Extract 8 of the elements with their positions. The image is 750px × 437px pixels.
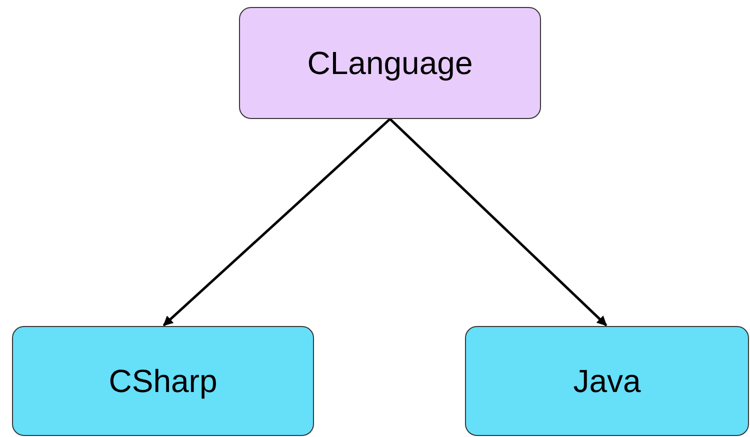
node-label: CSharp <box>108 362 218 401</box>
process-box <box>12 326 314 436</box>
node-label: CLanguage <box>307 44 473 83</box>
arrow <box>162 118 391 326</box>
arrow <box>389 118 608 326</box>
process-box <box>465 326 749 436</box>
node-label: Java <box>573 362 641 401</box>
process-box <box>239 7 541 119</box>
